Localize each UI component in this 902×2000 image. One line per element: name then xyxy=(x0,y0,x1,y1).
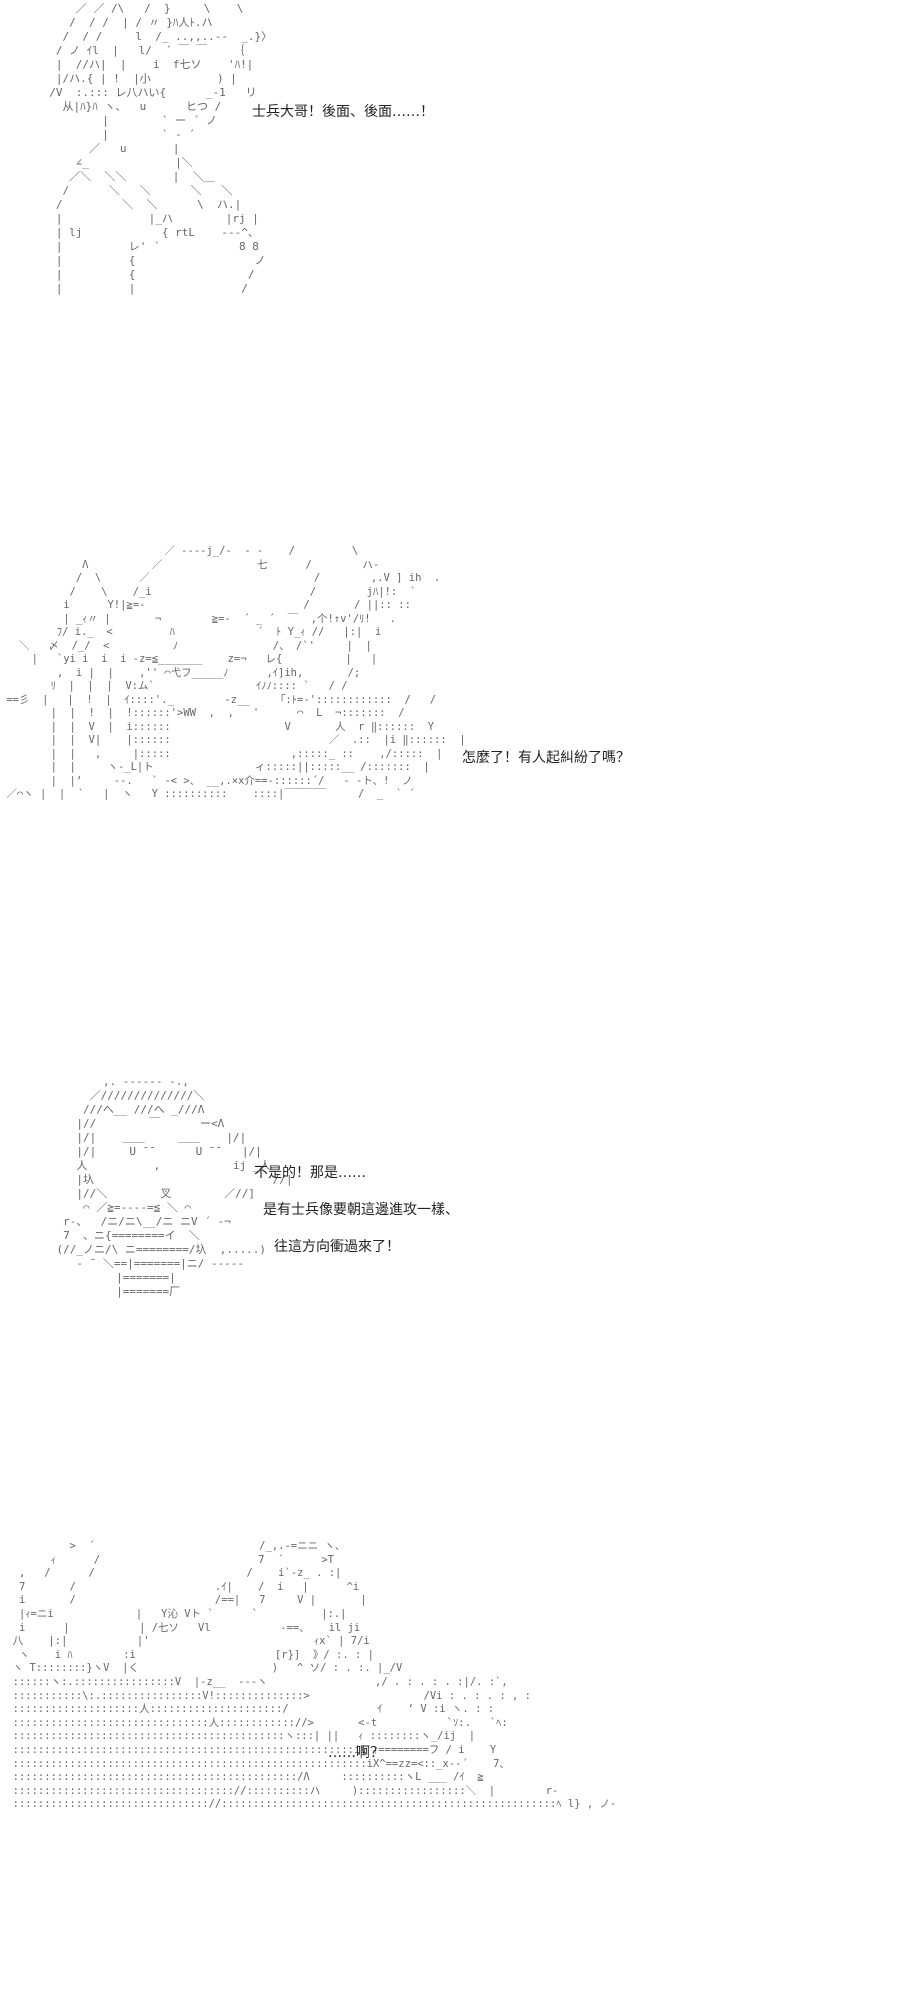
ascii-art-girl-1: ／ ／ /\ / } \ \ / / / | / 〃 }ﾊ人ﾄ.ハ / / / … xyxy=(49,2,273,295)
dialogue-line: 往這方向衝過來了！ xyxy=(274,1239,400,1255)
panel-2: ／ -‐‐‐j_/‐ - - / \ Λ ／ 七 / ハ- / \ ／ / ,.… xyxy=(0,545,902,890)
ascii-art-villager: ,. -‐‐‐‐‐ -., ／//////////////＼ ///へ__ //… xyxy=(56,1075,293,1298)
panel-3: ,. -‐‐‐‐‐ -., ／//////////////＼ ///へ__ //… xyxy=(0,1075,902,1360)
dialogue-line: 士兵大哥！後面、後面……！ xyxy=(252,104,434,120)
ascii-art-soldier-scene: ／ -‐‐‐j_/‐ - - / \ Λ ／ 七 / ハ- / \ ／ / ,.… xyxy=(6,545,466,800)
dialogue-line: 怎麼了！有人起糾紛了嗎？ xyxy=(462,750,630,766)
panel-1: ／ ／ /\ / } \ \ / / / | / 〃 }ﾊ人ﾄ.ハ / / / … xyxy=(0,0,902,360)
dialogue-line: ……啊？ xyxy=(328,1745,384,1761)
ascii-art-soldier-closeup: > ´ /_,.-=ニニ ヽ、 ｨ / 7 ´ >T , / / / i`-z_… xyxy=(12,1540,617,1811)
dialogue-line: 是有士兵像要朝這邊進攻一樣、 xyxy=(263,1202,459,1218)
dialogue-line: 不是的！那是…… xyxy=(254,1165,366,1181)
panel-4: > ´ /_,.-=ニニ ヽ、 ｨ / 7 ´ >T , / / / i`-z_… xyxy=(0,1540,902,1920)
